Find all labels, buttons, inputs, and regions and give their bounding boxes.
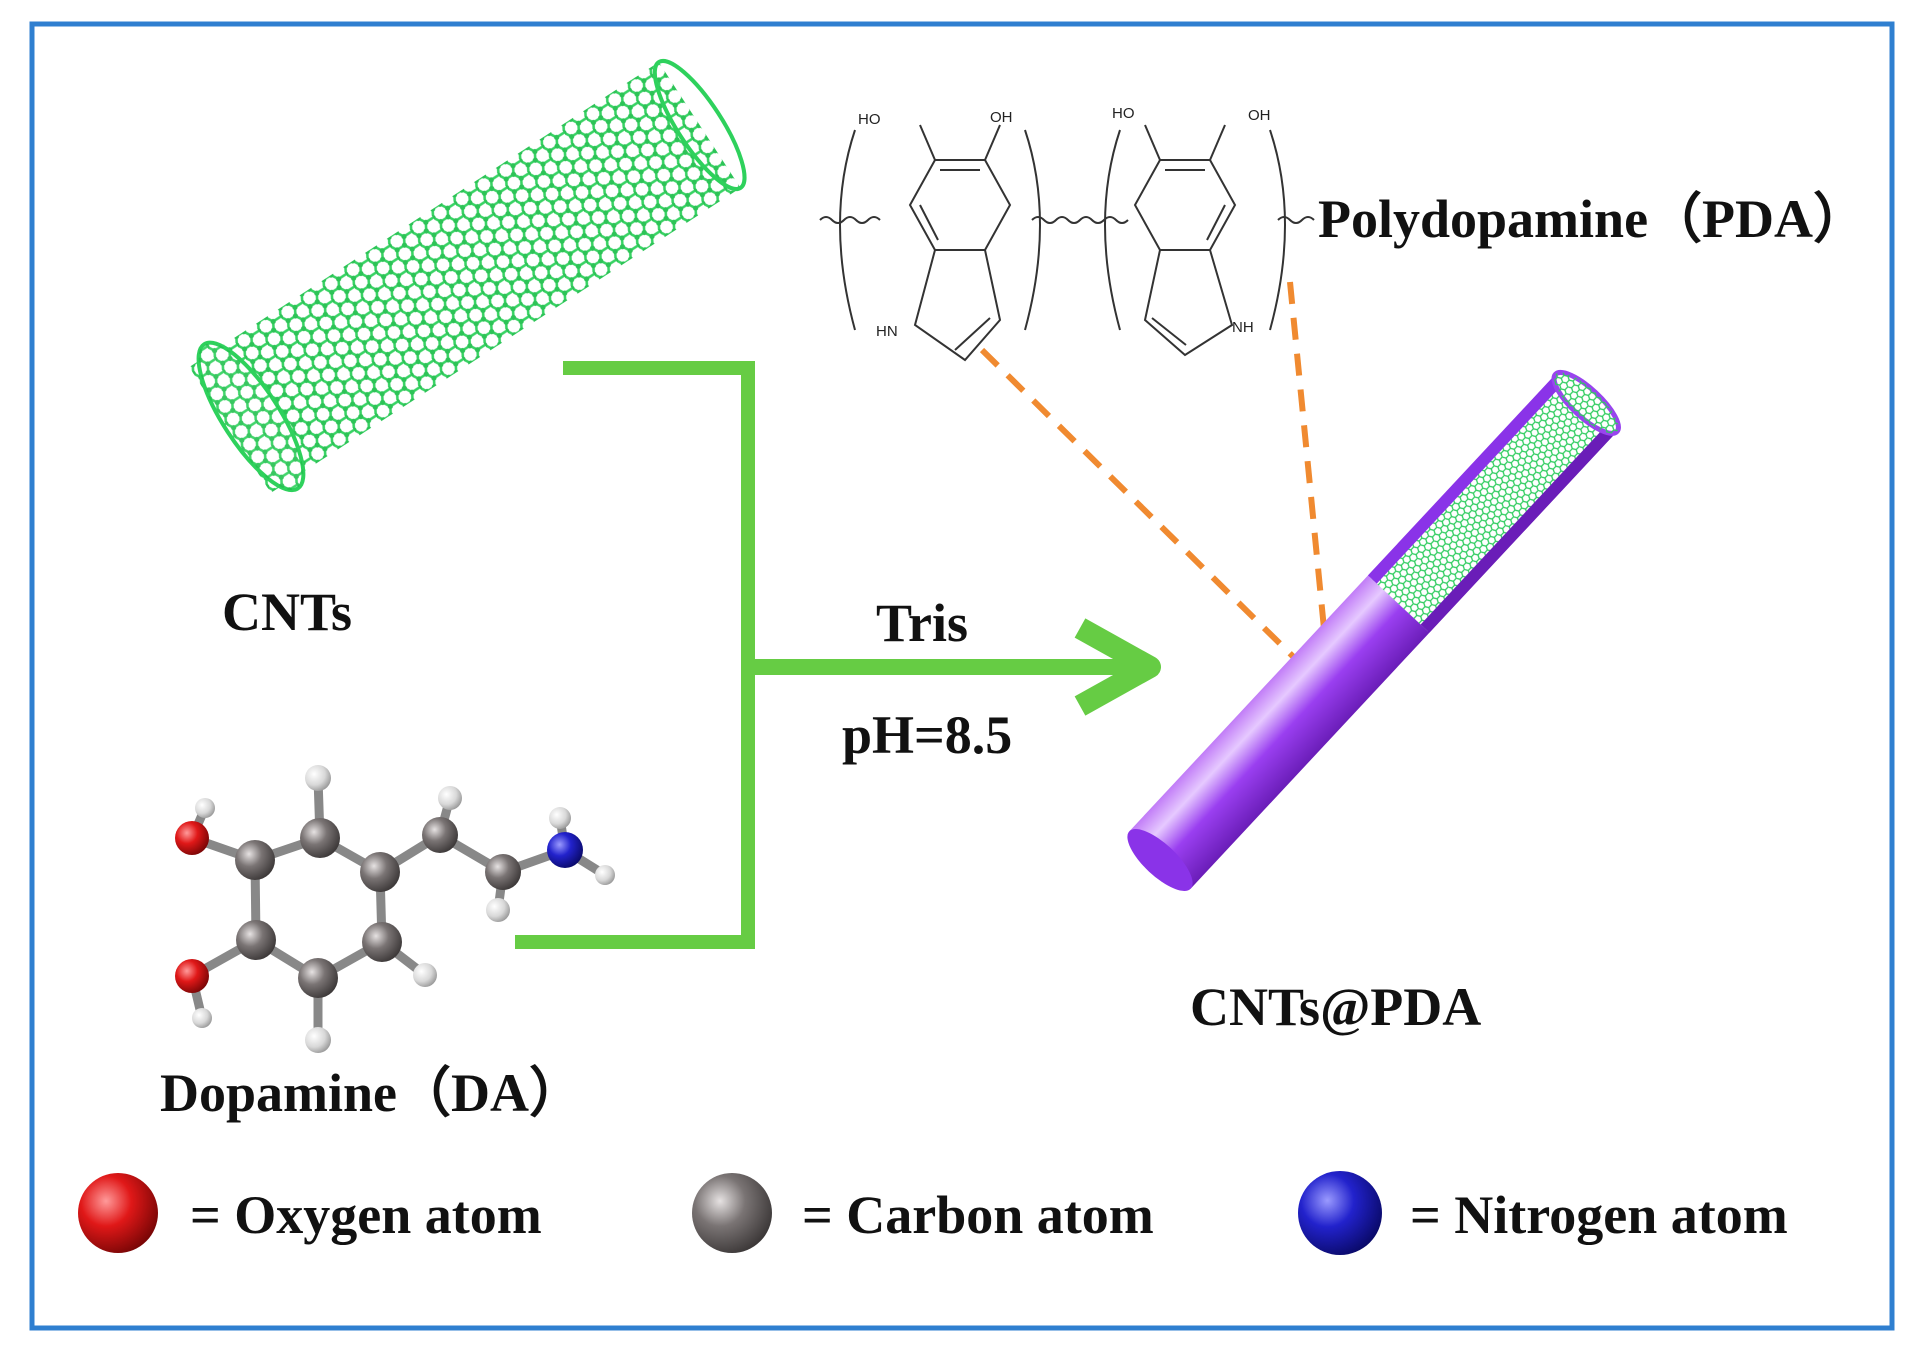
chem-label-hn: HN — [876, 323, 898, 340]
chem-label-oh-1: OH — [990, 109, 1013, 126]
dopamine-molecule-model — [175, 765, 615, 1053]
legend-oxygen-sphere — [78, 1173, 158, 1253]
dashed-guide-lines — [979, 281, 1333, 691]
label-ph: pH=8.5 — [842, 705, 1013, 765]
legend-nitrogen-label: = Nitrogen atom — [1410, 1185, 1788, 1245]
diagram-frame — [29, 21, 1895, 1331]
reaction-bracket — [515, 361, 755, 949]
cnt-open-end — [196, 340, 306, 493]
polydopamine-structure — [819, 124, 1315, 362]
legend-carbon-label: = Carbon atom — [802, 1185, 1154, 1245]
label-polydopamine: Polydopamine（PDA） — [1318, 189, 1868, 249]
cnts-pda-coated-tube — [1127, 369, 1621, 891]
chem-label-ho-1: HO — [858, 111, 881, 128]
legend-carbon-sphere — [692, 1173, 772, 1253]
chem-label-oh-2: OH — [1248, 107, 1271, 124]
label-dopamine: Dopamine（DA） — [160, 1063, 584, 1123]
label-cnts: CNTs — [222, 582, 353, 642]
legend-nitrogen-sphere — [1298, 1171, 1382, 1255]
chem-label-ho-2: HO — [1112, 105, 1135, 122]
label-cnts-pda: CNTs@PDA — [1190, 977, 1482, 1037]
reaction-arrow — [755, 618, 1161, 716]
chem-label-nh: NH — [1232, 319, 1254, 336]
legend-oxygen-label: = Oxygen atom — [190, 1185, 542, 1245]
label-tris: Tris — [876, 593, 968, 653]
cnt-nanotube-illustration — [189, 58, 747, 493]
